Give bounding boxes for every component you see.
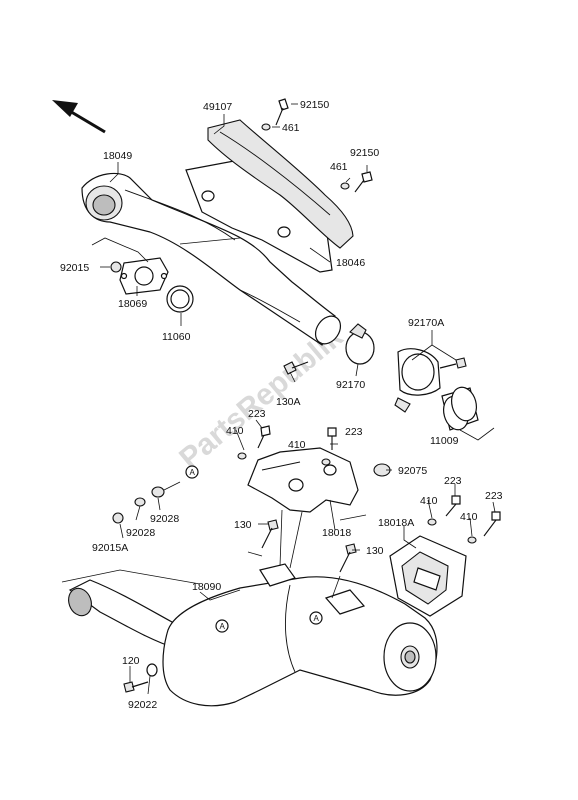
- washer-icon: [237, 452, 247, 460]
- bolt-icon: [354, 171, 373, 193]
- leader-lines: [61, 103, 496, 695]
- label-18046: 18046: [336, 257, 365, 269]
- gasket-11060: [166, 285, 194, 313]
- bolt-icon: [483, 511, 501, 537]
- bolt-130A-icon: [283, 361, 309, 375]
- label-461-top: 461: [282, 122, 300, 134]
- label-120: 120: [122, 655, 140, 667]
- bolt-icon: [339, 543, 357, 573]
- part-labels: 49107 92150 461 92150 461 18049 18046 92…: [60, 99, 503, 711]
- label-223-b: 223: [345, 426, 363, 438]
- label-410-c: 410: [420, 495, 438, 507]
- clamp-92170A-icon: [394, 348, 467, 413]
- label-18049: 18049: [103, 150, 132, 162]
- label-92022: 92022: [128, 699, 157, 711]
- label-92028-a: 92028: [150, 513, 179, 525]
- label-18018A: 18018A: [378, 517, 414, 529]
- label-18018: 18018: [322, 527, 351, 539]
- bolt-icon: [123, 681, 149, 693]
- label-92170: 92170: [336, 379, 365, 391]
- bolt-icon: [445, 495, 461, 517]
- label-130A: 130A: [276, 396, 301, 408]
- reference-marker: A: [190, 468, 196, 477]
- label-223-d: 223: [485, 490, 503, 502]
- washer-icon: [427, 518, 437, 526]
- heat-guard-cover-49107: [207, 119, 354, 249]
- front-direction-arrow-icon: [52, 100, 106, 134]
- bolt-icon: [275, 98, 289, 126]
- washer-icon: [261, 123, 271, 131]
- label-130-left: 130: [234, 519, 252, 531]
- label-130-right: 130: [366, 545, 384, 557]
- reference-marker: A: [220, 622, 226, 631]
- washer-icon: [321, 458, 331, 466]
- leader-11009: [459, 427, 495, 441]
- label-92015: 92015: [60, 262, 89, 274]
- label-223-a: 223: [248, 408, 266, 420]
- label-92075: 92075: [398, 465, 427, 477]
- label-92170A: 92170A: [408, 317, 444, 329]
- washer-icon: [134, 497, 146, 507]
- label-92150-top: 92150: [300, 99, 329, 111]
- label-49107: 49107: [203, 101, 232, 113]
- washer-icon: [340, 182, 350, 190]
- label-92028-b: 92028: [126, 527, 155, 539]
- reference-marker: A: [314, 614, 320, 623]
- label-18069: 18069: [118, 298, 147, 310]
- reference-circle-icon: A: [309, 611, 323, 625]
- label-410-a: 410: [226, 425, 244, 437]
- label-11060: 11060: [162, 331, 191, 343]
- clamp-92170-icon: [345, 323, 375, 365]
- muffler-18090: [68, 563, 438, 707]
- nut-icon: [112, 512, 124, 524]
- header-pipe: [81, 172, 342, 346]
- flange-18069: [119, 257, 169, 295]
- washer-icon: [146, 663, 158, 677]
- bolt-icon: [327, 427, 337, 450]
- label-92150-right: 92150: [350, 147, 379, 159]
- label-92015A: 92015A: [92, 542, 128, 554]
- label-410-d: 410: [460, 511, 478, 523]
- label-223-c: 223: [444, 475, 462, 487]
- label-410-b: 410: [288, 439, 306, 451]
- reference-circle-icon: A: [185, 465, 199, 479]
- reference-circle-icon: A: [215, 619, 229, 633]
- label-461-right: 461: [330, 161, 348, 173]
- washer-icon: [151, 486, 165, 498]
- bolt-icon: [261, 519, 279, 549]
- label-18090: 18090: [192, 581, 221, 593]
- heat-shield-18018A: [389, 535, 467, 617]
- sleeve-11009: [441, 386, 479, 431]
- nut-92015-icon: [110, 261, 122, 273]
- bolt-icon: [257, 425, 271, 449]
- washer-icon: [467, 536, 477, 544]
- bracket-18018: [247, 447, 359, 513]
- label-11009: 11009: [430, 435, 459, 447]
